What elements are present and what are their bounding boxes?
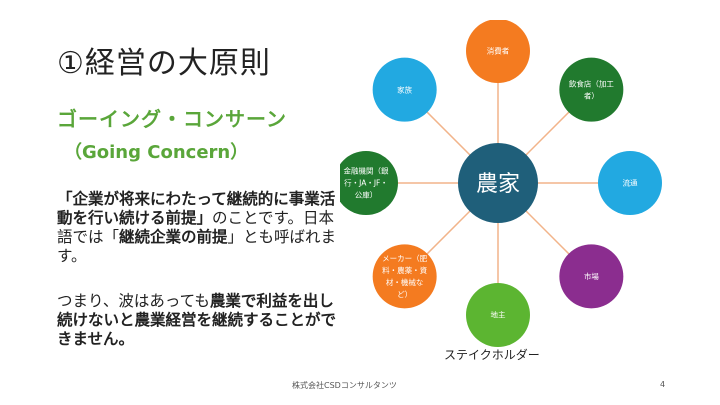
para1-run: 「企業が将来にわたって継続的に事業活動を行い続ける前提」 bbox=[57, 190, 336, 227]
stakeholder-label: 者） bbox=[584, 91, 599, 100]
slide-title: ①経営の大原則 bbox=[57, 46, 271, 81]
para1-run: のことです。日本語では「 bbox=[57, 209, 335, 246]
stakeholder-label: ど） bbox=[397, 290, 412, 299]
definition-paragraph: 「企業が将来にわたって継続的に事業活動を行い続ける前提」のことです。日本語では「… bbox=[57, 190, 347, 266]
stakeholder-label: 地主 bbox=[491, 310, 506, 320]
stakeholder-circle bbox=[466, 283, 530, 347]
stakeholder-circle bbox=[559, 57, 624, 122]
stakeholder-label: 流通 bbox=[623, 178, 638, 188]
stakeholder-node: 飲食店（加工者） bbox=[559, 57, 624, 122]
stakeholder-label: 市場 bbox=[584, 271, 599, 281]
page-number: 4 bbox=[660, 380, 666, 389]
stakeholder-node: 流通 bbox=[598, 151, 662, 215]
stakeholder-label: 金融機関（銀 bbox=[344, 166, 389, 176]
center-label: 農家 bbox=[476, 172, 520, 197]
stakeholder-circle bbox=[372, 57, 437, 122]
diagram-caption: ステイクホルダー bbox=[444, 348, 540, 362]
subtitle-english: （Going Concern） bbox=[64, 142, 249, 163]
para2-run: つまり、波はあっても bbox=[57, 292, 210, 310]
subtitle-japanese: ゴーイング・コンサーン bbox=[57, 107, 287, 131]
stakeholder-label: 行・JA・JF・ bbox=[344, 178, 388, 188]
stakeholder-node: 地主 bbox=[466, 283, 530, 347]
para1-run: 継続企業の前提 bbox=[119, 228, 228, 246]
stakeholder-label: 料・農薬・資 bbox=[382, 265, 427, 275]
stakeholder-node: 家族 bbox=[372, 57, 437, 122]
stakeholder-circle bbox=[340, 151, 398, 215]
center-circle bbox=[458, 143, 538, 223]
stakeholder-label: メーカー（肥 bbox=[382, 254, 427, 263]
footer-company: 株式会社CSDコンサルタンツ bbox=[292, 381, 397, 390]
stakeholder-node: 金融機関（銀行・JA・JF・公庫） bbox=[340, 151, 398, 215]
stakeholder-label: 家族 bbox=[397, 84, 412, 94]
para1-run: 」とも呼ばれます。 bbox=[57, 228, 337, 265]
stakeholder-circle bbox=[466, 20, 530, 83]
conclusion-paragraph: つまり、波はあっても農業で利益を出し続けないと農業経営を継続することができません… bbox=[57, 292, 347, 349]
stakeholder-circle bbox=[559, 244, 624, 309]
stakeholder-label: 飲食店（加工 bbox=[569, 78, 614, 88]
stakeholder-label: 材・機械な bbox=[386, 277, 424, 287]
stakeholder-circle bbox=[372, 244, 437, 309]
stakeholder-circle bbox=[598, 151, 662, 215]
stakeholder-label: 公庫） bbox=[355, 190, 378, 200]
stakeholder-label: 消費者 bbox=[487, 46, 510, 56]
stakeholder-node: 市場 bbox=[559, 244, 624, 309]
stakeholder-node: 消費者 bbox=[466, 20, 530, 83]
para2-run: 農業で利益を出し続けないと農業経営を継続することができません。 bbox=[57, 292, 337, 348]
